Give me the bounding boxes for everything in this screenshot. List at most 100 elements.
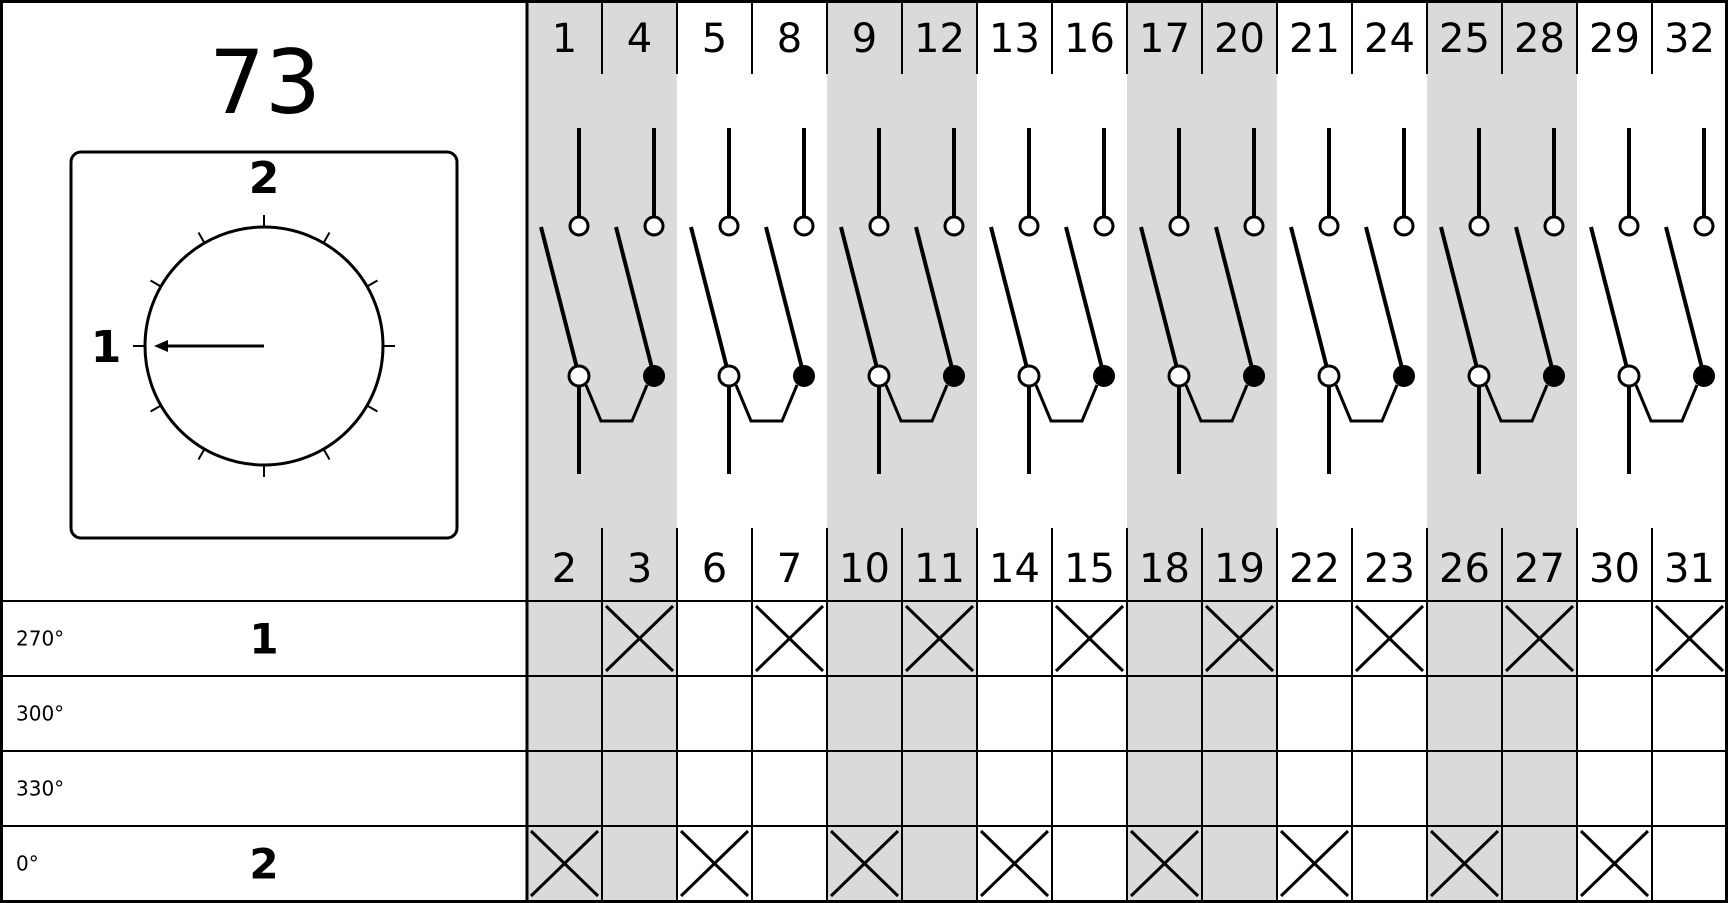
closed-contact-stroke bbox=[1279, 829, 1350, 898]
dial-pointer-arrowhead bbox=[154, 340, 168, 352]
contact-terminal-open bbox=[868, 215, 890, 237]
contact-bridge bbox=[884, 384, 949, 423]
dial-tick bbox=[366, 279, 378, 288]
row-position-label: 2 bbox=[249, 840, 278, 889]
closed-contact-mark bbox=[1654, 604, 1725, 673]
contact-terminal-open bbox=[1468, 215, 1490, 237]
top-terminal-label: 32 bbox=[1664, 16, 1715, 62]
contact-element bbox=[1439, 128, 1565, 474]
closed-contact-stroke bbox=[1654, 604, 1725, 673]
blade-pivot-filled bbox=[943, 365, 965, 387]
top-terminal-label: 21 bbox=[1289, 16, 1340, 62]
closed-contact-stroke bbox=[1054, 604, 1125, 673]
bottom-terminal-label: 30 bbox=[1589, 546, 1640, 592]
movable-blade bbox=[1214, 226, 1256, 377]
contact-element bbox=[1589, 128, 1715, 474]
closed-contact-mark bbox=[1354, 604, 1425, 673]
blade-pivot-open bbox=[1467, 364, 1491, 388]
contact-element bbox=[1139, 128, 1265, 474]
contact-element bbox=[689, 128, 815, 474]
contact-terminal-open bbox=[1693, 215, 1715, 237]
contact-bridge bbox=[1634, 384, 1699, 423]
contact-terminal-open bbox=[943, 215, 965, 237]
closed-contact-mark bbox=[979, 829, 1050, 898]
row-angle-label: 300° bbox=[16, 702, 64, 726]
closed-contact-mark bbox=[904, 604, 975, 673]
contact-terminal-open bbox=[1093, 215, 1115, 237]
closed-contact-stroke bbox=[904, 604, 975, 673]
dial-tick bbox=[322, 232, 331, 244]
movable-blade bbox=[1064, 226, 1106, 377]
contact-symbols bbox=[539, 128, 1715, 474]
blade-pivot-filled bbox=[1243, 365, 1265, 387]
dial-position-label: 2 bbox=[249, 153, 280, 204]
dial-tick bbox=[366, 404, 378, 413]
movable-blade bbox=[1664, 226, 1706, 377]
closed-contact-stroke bbox=[1204, 604, 1275, 673]
bottom-terminal-label: 23 bbox=[1364, 546, 1415, 592]
dial-position-label: 1 bbox=[91, 322, 122, 373]
contact-terminal-open bbox=[568, 215, 590, 237]
top-terminal-label: 13 bbox=[989, 16, 1040, 62]
closed-contact-mark bbox=[1279, 829, 1350, 898]
closed-contact-stroke bbox=[1504, 604, 1575, 673]
top-terminal-label: 17 bbox=[1139, 16, 1190, 62]
closed-contact-mark bbox=[529, 829, 600, 898]
bottom-terminal-label: 3 bbox=[627, 546, 652, 592]
movable-blade bbox=[1514, 226, 1556, 377]
blade-pivot-filled bbox=[1693, 365, 1715, 387]
movable-blade bbox=[539, 226, 581, 377]
contact-bridge bbox=[1034, 384, 1099, 423]
blade-pivot-open bbox=[1317, 364, 1341, 388]
closed-contact-stroke bbox=[529, 829, 600, 898]
bottom-terminal-label: 18 bbox=[1139, 546, 1190, 592]
top-terminal-label: 25 bbox=[1439, 16, 1490, 62]
closed-contact-mark bbox=[1429, 829, 1500, 898]
bottom-terminal-label: 6 bbox=[702, 546, 727, 592]
dial-tick bbox=[150, 279, 162, 288]
program-number: 73 bbox=[209, 31, 321, 134]
closed-contact-stroke bbox=[979, 829, 1050, 898]
dial-tick bbox=[322, 448, 331, 460]
top-terminal-label: 5 bbox=[702, 16, 727, 62]
top-terminal-label: 12 bbox=[914, 16, 965, 62]
contact-bridge bbox=[584, 384, 649, 423]
blade-pivot-filled bbox=[1093, 365, 1115, 387]
contact-terminal-open bbox=[1318, 215, 1340, 237]
closed-contact-stroke bbox=[604, 604, 675, 673]
bottom-terminal-label: 26 bbox=[1439, 546, 1490, 592]
dial-tick bbox=[197, 448, 206, 460]
movable-blade bbox=[1439, 226, 1481, 377]
movable-blade bbox=[1289, 226, 1331, 377]
blade-pivot-open bbox=[1617, 364, 1641, 388]
blade-pivot-open bbox=[1017, 364, 1041, 388]
bottom-terminal-label: 14 bbox=[989, 546, 1040, 592]
top-terminal-label: 4 bbox=[627, 16, 652, 62]
bottom-terminal-label: 27 bbox=[1514, 546, 1565, 592]
dial-plate bbox=[69, 150, 459, 540]
row-angle-label: 270° bbox=[16, 627, 64, 651]
top-terminal-label: 1 bbox=[552, 16, 577, 62]
bottom-terminal-label: 19 bbox=[1214, 546, 1265, 592]
bottom-terminal-label: 11 bbox=[914, 546, 965, 592]
top-terminal-label: 29 bbox=[1589, 16, 1640, 62]
contact-bridge bbox=[734, 384, 799, 423]
closed-contact-mark bbox=[1204, 604, 1275, 673]
closed-contact-mark bbox=[679, 829, 750, 898]
blade-pivot-filled bbox=[793, 365, 815, 387]
closed-contact-stroke bbox=[679, 829, 750, 898]
closed-contact-stroke bbox=[1429, 829, 1500, 898]
bottom-terminal-label: 7 bbox=[777, 546, 802, 592]
top-terminal-label: 28 bbox=[1514, 16, 1565, 62]
dial-tick bbox=[197, 232, 206, 244]
row-position-label: 1 bbox=[249, 615, 278, 664]
closed-contact-mark bbox=[1129, 829, 1200, 898]
movable-blade bbox=[764, 226, 806, 377]
movable-blade bbox=[1364, 226, 1406, 377]
closed-contact-mark bbox=[754, 604, 825, 673]
contact-bridge bbox=[1484, 384, 1549, 423]
